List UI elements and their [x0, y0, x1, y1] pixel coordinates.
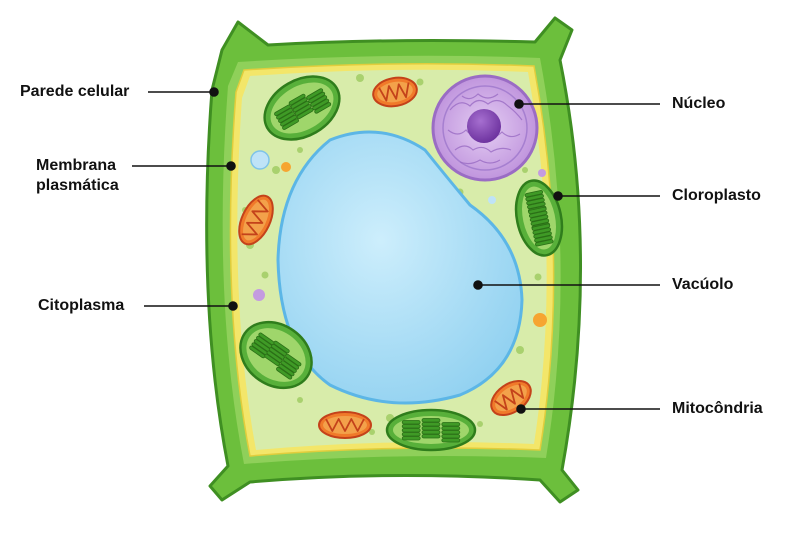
vesicle-blue-2 — [488, 196, 496, 204]
leader-dot-cell-wall — [209, 87, 219, 97]
vesicle-blue — [250, 150, 270, 170]
leader-dot-chloroplast — [553, 191, 563, 201]
leader-lines — [132, 87, 660, 414]
mitochondrion-2 — [238, 194, 274, 246]
chloroplast-4 — [514, 179, 564, 257]
chloroplast-1 — [263, 75, 341, 141]
chloroplasts — [239, 75, 564, 452]
leader-dot-nucleus — [514, 99, 524, 109]
label-cell-wall: Parede celular — [20, 83, 130, 100]
label-nucleus: Núcleo — [672, 95, 726, 112]
leader-dot-membrane — [226, 161, 236, 171]
mitochondria — [238, 76, 532, 439]
mitochondrion-3 — [318, 411, 372, 439]
label-chloroplast: Cloroplasto — [672, 187, 761, 204]
leader-dot-mitochondria — [516, 404, 526, 414]
vesicle-purple-1 — [253, 289, 265, 301]
chloroplast-3 — [385, 408, 477, 452]
label-mitochondria: Mitocôndria — [672, 400, 763, 417]
vesicle-orange-2 — [533, 313, 547, 327]
vesicle-orange-1 — [281, 162, 291, 172]
leader-dot-cytoplasm — [228, 301, 238, 311]
mitochondrion-1 — [372, 76, 418, 108]
label-cytoplasm: Citoplasma — [38, 297, 125, 314]
nucleolus — [467, 109, 501, 143]
chloroplast-2 — [239, 320, 313, 390]
vacuole — [276, 130, 524, 405]
label-membrane-line1: Membrana — [36, 157, 117, 174]
vesicle-purple-2 — [538, 169, 546, 177]
label-membrane-line2: plasmática — [36, 177, 119, 194]
label-vacuole: Vacúolo — [672, 276, 734, 293]
leader-dot-vacuole — [473, 280, 483, 290]
